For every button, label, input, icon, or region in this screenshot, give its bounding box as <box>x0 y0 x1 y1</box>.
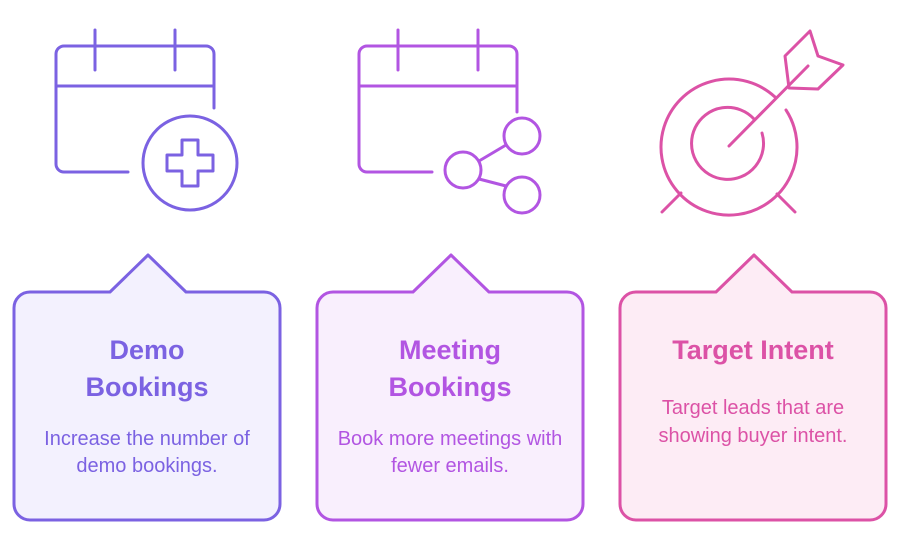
calendar-share-icon <box>357 28 542 215</box>
card-description: Increase the number of demo bookings. <box>44 428 250 477</box>
card-bubble-2 <box>315 253 585 522</box>
target-arrow-icon <box>659 29 845 217</box>
card-bubble-1 <box>12 253 282 522</box>
card-target-intent: Target Intent Target leads that are show… <box>620 292 886 520</box>
card-description: Target leads that are showing buyer inte… <box>658 397 848 447</box>
card-title: Target Intent <box>672 335 834 365</box>
card-bubble-3 <box>618 253 888 522</box>
card-description: Book more meetings with fewer emails. <box>337 428 563 477</box>
calendar-plus-icon <box>54 28 239 212</box>
